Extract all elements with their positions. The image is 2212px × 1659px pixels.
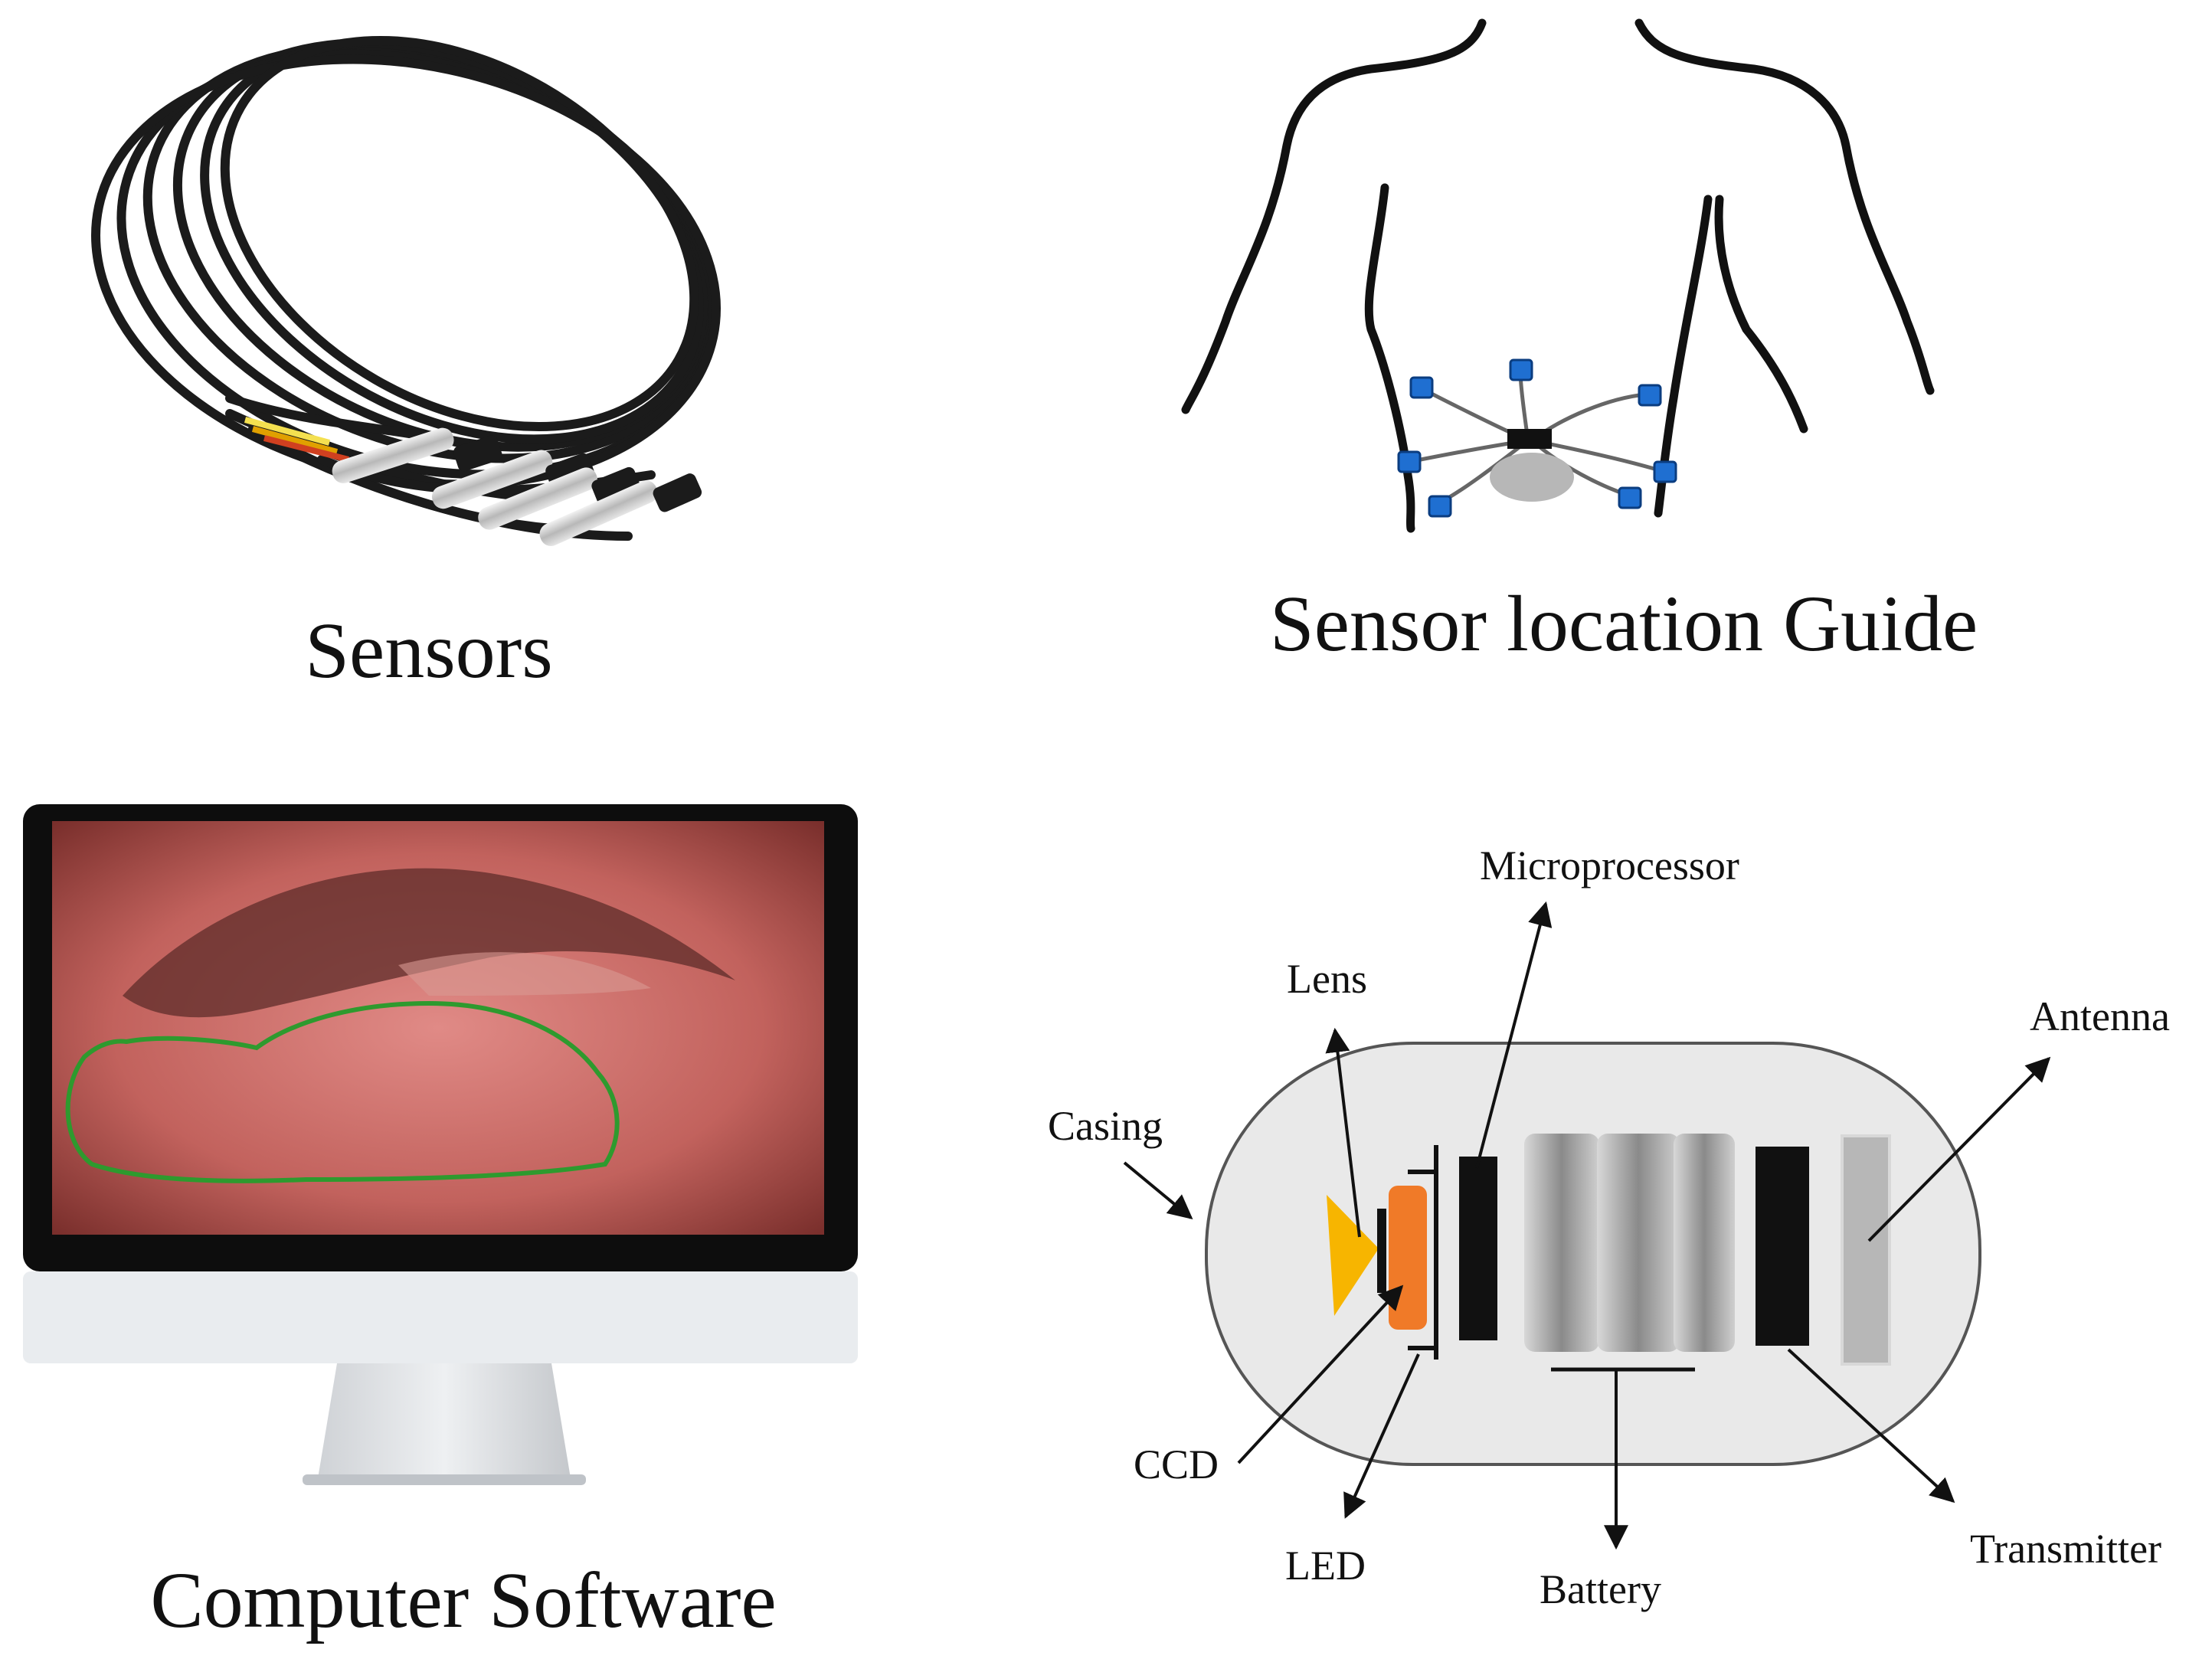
microprocessor-block [1459,1157,1497,1340]
label-ccd: CCD [1134,1441,1219,1487]
capsule-arrows [1123,901,2051,1550]
sensor-pad [1397,450,1422,473]
transmitter-block [1756,1147,1809,1346]
sensor-pad [1638,384,1662,407]
battery-cell [1674,1134,1735,1352]
harness-connector [1507,429,1552,449]
sensor-harness [1397,358,1677,518]
caption-sensor-location-guide: Sensor location Guide [1269,580,1978,668]
label-led: LED [1285,1543,1366,1589]
ccd-sensor [1389,1186,1427,1330]
ccd-mount [1377,1209,1386,1293]
battery-cell [1597,1134,1680,1352]
sensor-pad [1653,460,1677,483]
sensors-cables-illustration [91,35,721,546]
sensor-pad [1428,495,1452,518]
sensor-pad [1618,486,1642,509]
monitor-illustration [23,804,858,1485]
monitor-base [303,1474,586,1485]
label-battery: Battery [1540,1566,1661,1612]
sensor-pad [1509,358,1533,381]
monitor-chin [23,1271,858,1363]
caption-computer-software: Computer Software [150,1556,777,1644]
lesion-outline [65,1000,620,1183]
label-lens: Lens [1287,956,1367,1002]
label-antenna: Antenna [2030,993,2170,1039]
torso-illustration [1181,18,1935,533]
sensor-pad [1409,376,1434,399]
battery-cell [1524,1134,1599,1352]
label-transmitter: Transmitter [1970,1526,2161,1572]
caption-sensors: Sensors [305,607,553,695]
capsule-labels: Microprocessor Lens Antenna Casing CCD L… [1048,843,2170,1612]
antenna-block [1841,1134,1891,1366]
capsule-diagram [1205,1042,1981,1466]
lens-shape [1327,1195,1379,1316]
label-casing: Casing [1048,1103,1163,1149]
monitor-stand [318,1363,571,1478]
data-recorder-unit [1490,453,1574,502]
label-microprocessor: Microprocessor [1480,843,1739,888]
